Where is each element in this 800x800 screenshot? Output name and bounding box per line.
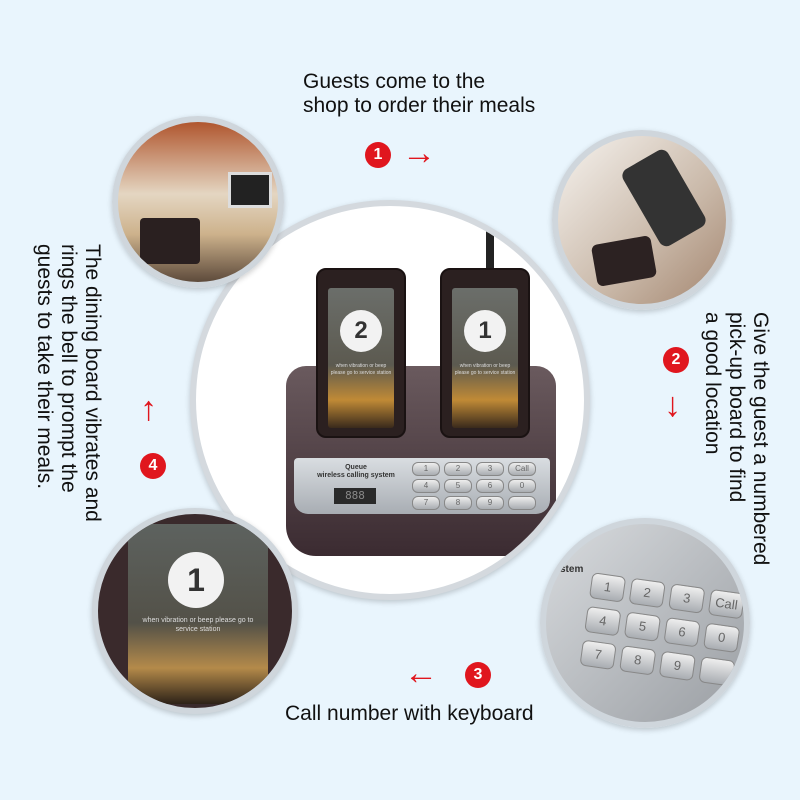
brand-line: Queue [345,464,367,471]
key-button[interactable]: 2 [444,462,472,476]
key-button[interactable]: 7 [579,639,617,671]
key-button[interactable]: 8 [619,645,657,676]
key-button[interactable]: Call [707,588,744,620]
step-2-badge: 2 [663,347,689,373]
pager-right: 1 when vibration or beep please go to ser… [440,268,530,438]
key-button[interactable]: 5 [623,611,662,642]
key-button[interactable] [698,656,736,687]
step-1-caption: Guests come to the shop to order their m… [303,70,535,118]
pager-left: 2 when vibration or beep please go to ser… [316,268,406,438]
key-button[interactable]: 9 [476,496,504,510]
caption-line: a good location [701,312,724,455]
key-button[interactable]: 6 [663,617,701,648]
pager-number: 2 [340,310,382,352]
led-display: 888 [334,488,376,504]
key-button[interactable]: 9 [658,650,696,682]
key-button[interactable]: 7 [412,496,440,510]
caption-line: guests to take their meals. [33,244,56,490]
key-button[interactable]: 8 [444,496,472,510]
keypad-label: stem [560,564,584,575]
step-1-badge: 1 [365,142,391,168]
key-button[interactable]: 4 [584,605,622,637]
key-button[interactable]: 0 [703,622,741,654]
caption-line: Guests come to the [303,70,486,93]
step-2-caption: Give the guest a numbered pick-up board … [700,312,772,612]
key-button[interactable]: 6 [476,479,504,493]
key-button[interactable]: 1 [412,462,440,476]
antenna [486,206,494,286]
brand-label: Queue wireless calling system [308,464,404,480]
key-button[interactable]: Call [508,462,536,476]
pager-number: 1 [168,552,224,608]
arrow-down-icon: ↓ [664,386,681,424]
arrow-right-icon: → [402,134,436,172]
brand-line: wireless calling system [317,472,395,479]
step-3-caption: Call number with keyboard [285,702,534,725]
pager-screen: 1 when vibration or beep please go to se… [128,524,268,704]
pager-message: when vibration or beep please go to serv… [454,363,516,376]
pager-closeup-circle: 1 when vibration or beep please go to se… [92,508,298,714]
phone [619,146,709,250]
caption-line: The dining board vibrates and [81,244,104,522]
key-button[interactable]: 4 [412,479,440,493]
key-button[interactable]: 2 [628,577,666,609]
handing-pager-photo-circle [552,130,732,310]
key-button[interactable]: 0 [508,479,536,493]
pos-terminal [228,172,272,208]
pager-message: when vibration or beep please go to serv… [330,363,392,376]
product-photo-circle: 2 when vibration or beep please go to ser… [190,200,590,600]
caption-line: shop to order their meals [303,94,536,117]
step-4-badge: 4 [140,453,166,479]
step-3-badge: 3 [465,662,491,688]
pager-on-table [590,235,658,287]
step-4-caption: The dining board vibrates and rings the … [32,244,104,574]
arrow-left-icon: ← [404,654,438,692]
restaurant-photo-circle [112,116,284,288]
caption-line: Give the guest a numbered [749,312,772,566]
key-button[interactable] [508,496,536,510]
caption-line: rings the bell to prompt the [57,244,80,493]
arrow-up-icon: ↑ [140,390,157,428]
caption-line: pick-up board to find [725,312,748,503]
pager-stack [140,218,200,264]
pager-message: when vibration or beep please go to serv… [142,617,254,633]
key-button[interactable]: 3 [476,462,504,476]
pager-number: 1 [464,310,506,352]
key-button[interactable]: 3 [668,583,706,614]
key-button[interactable]: 5 [444,479,472,493]
key-button[interactable]: 1 [588,572,627,603]
